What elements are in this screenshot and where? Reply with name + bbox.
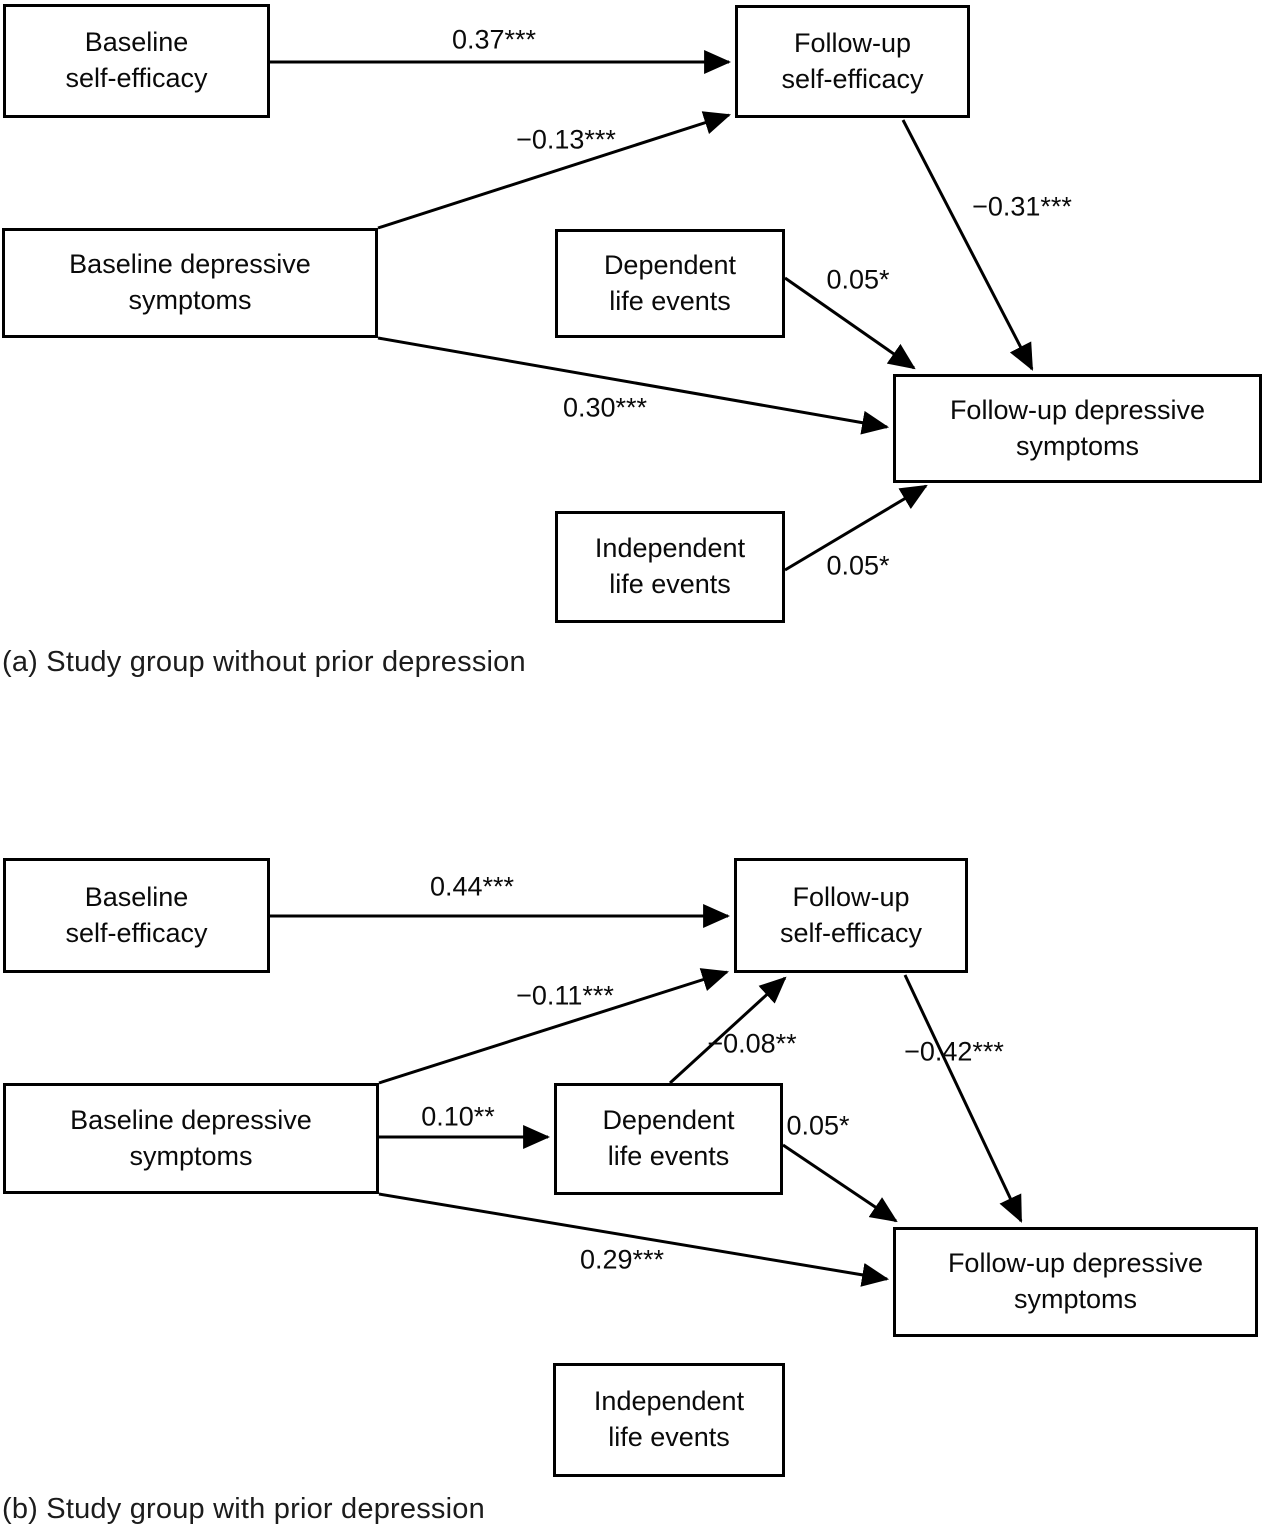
arrow-a-dependent-le-to-followup-dep bbox=[784, 276, 916, 370]
arrow-a-independent-le-to-followup-dep bbox=[784, 484, 928, 572]
coef-a-dependent-le-to-followup-dep: 0.05* bbox=[826, 264, 890, 295]
box-a-dependent-life-events: Dependent life events bbox=[555, 229, 785, 338]
arrow-a-baseline-dep-to-followup-se bbox=[377, 111, 731, 230]
coef-b-baseline-dep-to-followup-se: −0.11*** bbox=[516, 980, 614, 1011]
arrow-b-baseline-dep-to-followup-dep bbox=[378, 1192, 890, 1287]
box-b-followup-self-efficacy: Follow-up self-efficacy bbox=[734, 858, 968, 973]
caption-panel-b: (b) Study group with prior depression bbox=[2, 1493, 485, 1525]
coef-a-baseline-se-to-followup-se: 0.37*** bbox=[451, 24, 537, 55]
coef-a-independent-le-to-followup-dep: 0.05* bbox=[826, 550, 890, 581]
arrow-b-followup-se-to-followup-dep bbox=[903, 974, 1023, 1223]
arrow-a-baseline-dep-to-followup-dep bbox=[377, 336, 890, 435]
caption-panel-a: (a) Study group without prior depression bbox=[2, 646, 526, 678]
box-b-dependent-life-events: Dependent life events bbox=[554, 1083, 783, 1195]
arrow-b-dependent-le-to-followup-se bbox=[668, 976, 787, 1085]
box-a-followup-depressive-symptoms: Follow-up depressive symptoms bbox=[893, 374, 1262, 483]
arrow-a-followup-se-to-followup-dep bbox=[901, 119, 1034, 371]
box-a-baseline-self-efficacy: Baseline self-efficacy bbox=[3, 4, 270, 118]
coef-a-baseline-dep-to-followup-se: −0.13*** bbox=[516, 124, 616, 155]
coef-b-followup-se-to-followup-dep: −0.42*** bbox=[904, 1036, 1004, 1067]
box-a-baseline-depressive-symptoms: Baseline depressive symptoms bbox=[2, 228, 378, 338]
coef-a-followup-se-to-followup-dep: −0.31*** bbox=[972, 191, 1072, 222]
coef-b-dependent-le-to-followup-se: −0.08** bbox=[707, 1028, 797, 1059]
box-a-followup-self-efficacy: Follow-up self-efficacy bbox=[735, 5, 970, 118]
box-a-independent-life-events: Independent life events bbox=[555, 511, 785, 623]
arrow-b-dependent-le-to-followup-dep bbox=[782, 1143, 898, 1223]
coef-a-baseline-dep-to-followup-dep: 0.30*** bbox=[562, 392, 648, 423]
box-b-followup-depressive-symptoms: Follow-up depressive symptoms bbox=[893, 1227, 1258, 1337]
box-b-baseline-depressive-symptoms: Baseline depressive symptoms bbox=[3, 1083, 379, 1194]
coef-b-baseline-dep-to-followup-dep: 0.29*** bbox=[579, 1244, 665, 1275]
box-b-baseline-self-efficacy: Baseline self-efficacy bbox=[3, 858, 270, 973]
coef-b-baseline-se-to-followup-se: 0.44*** bbox=[429, 871, 515, 902]
coef-b-baseline-dep-to-dependent-le: 0.10** bbox=[421, 1101, 495, 1132]
coef-b-dependent-le-to-followup-dep: 0.05* bbox=[786, 1110, 850, 1141]
arrow-b-baseline-dep-to-followup-se bbox=[378, 968, 730, 1085]
box-b-independent-life-events: Independent life events bbox=[553, 1363, 785, 1477]
